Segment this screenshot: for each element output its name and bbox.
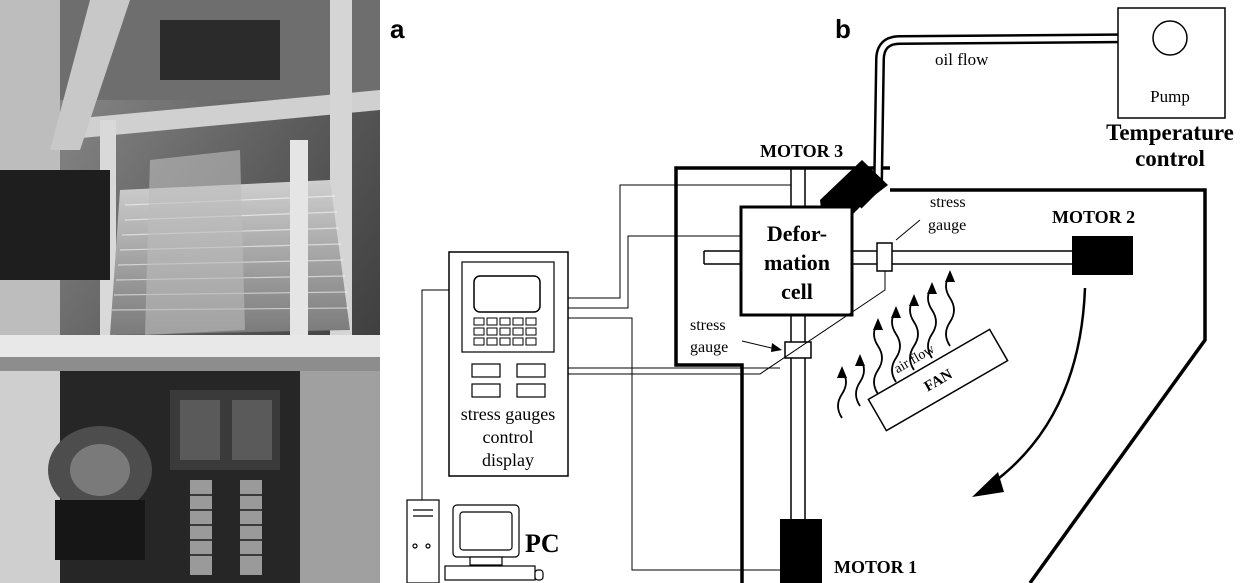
apparatus-photo (0, 0, 380, 583)
setup-schematic: a b Pump Temperature control oil flow (380, 0, 1256, 583)
cell-label-1: Defor- (767, 221, 827, 246)
pump-impeller-icon (1153, 21, 1187, 55)
rotation-arrowhead (972, 472, 1004, 497)
oil-flow-label: oil flow (935, 50, 989, 69)
cell-label-3: cell (781, 279, 813, 304)
panel-label-a: a (390, 14, 405, 44)
temperature-control-label-1: Temperature (1106, 120, 1234, 145)
stress-gauge-left-arrowhead (771, 343, 782, 352)
pc-icon (407, 500, 543, 583)
cell-label-2: mation (764, 250, 830, 275)
motor-3-label: MOTOR 3 (760, 141, 843, 161)
stress-gauge-left-label-1: stress (690, 317, 726, 334)
motor-1-label: MOTOR 1 (834, 557, 917, 577)
keypad-icon (474, 318, 536, 345)
stress-gauge-horizontal (877, 243, 892, 271)
motor-2-block (1072, 236, 1133, 275)
stress-gauge-top-label-1: stress (930, 194, 966, 211)
pump-label: Pump (1150, 87, 1190, 106)
motor-1-block (780, 519, 822, 583)
display-label-3: display (482, 450, 534, 470)
display-label-1: stress gauges (461, 404, 555, 424)
pc-label: PC (525, 529, 560, 558)
temperature-control-label-2: control (1135, 146, 1205, 171)
display-label-2: control (483, 427, 534, 447)
display-screen-icon (474, 276, 540, 312)
stress-gauge-vertical (785, 342, 811, 358)
rotation-arrow (990, 288, 1085, 485)
motor-2-label: MOTOR 2 (1052, 207, 1135, 227)
stress-gauge-top-label-2: gauge (928, 217, 966, 234)
stress-gauge-left-label-2: gauge (690, 339, 728, 356)
panel-label-b: b (835, 14, 851, 44)
stress-gauge-top-pointer (896, 220, 920, 240)
